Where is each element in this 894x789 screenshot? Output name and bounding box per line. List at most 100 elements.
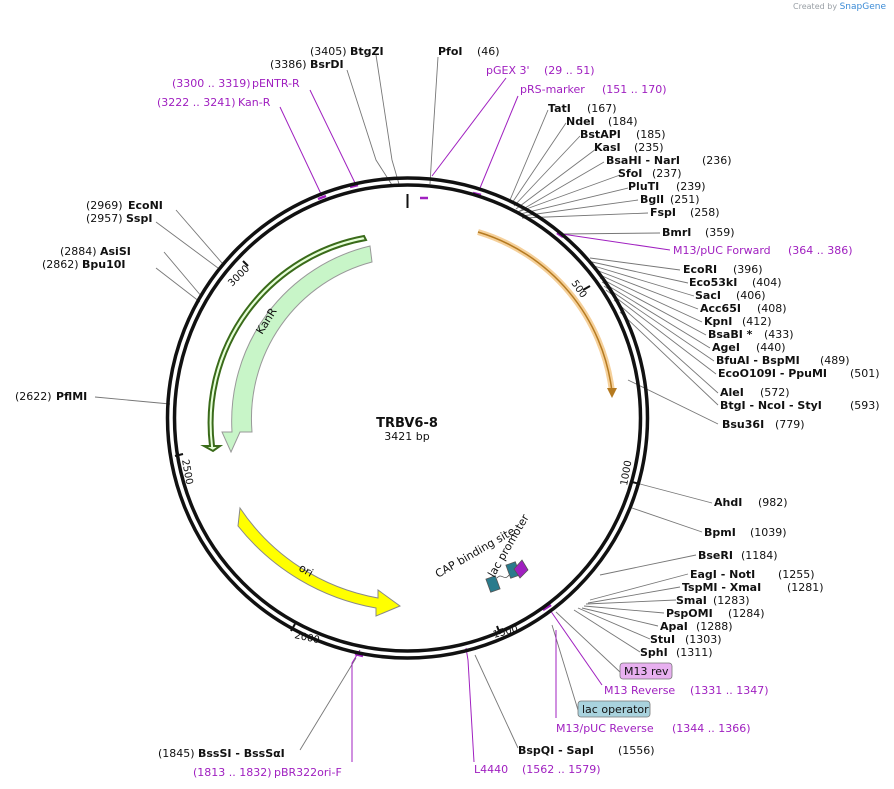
feature-orange-arc[interactable] xyxy=(477,229,617,398)
site-pos: (251) xyxy=(670,193,700,206)
site-name[interactable]: NdeI xyxy=(566,115,595,128)
primer-range: (3300 .. 3319) xyxy=(172,77,251,90)
site-name[interactable]: BtgZI xyxy=(350,45,384,58)
primer-name[interactable]: M13 Reverse xyxy=(604,684,675,697)
site-pos: (406) xyxy=(736,289,766,302)
site-name[interactable]: BmrI xyxy=(662,226,691,239)
primer-range: (1344 .. 1366) xyxy=(672,722,751,735)
primer-range: (1813 .. 1832) xyxy=(193,766,272,779)
primer-name[interactable]: M13/pUC Reverse xyxy=(556,722,654,735)
site-name[interactable]: SphI xyxy=(640,646,668,659)
site-name[interactable]: AsiSI xyxy=(100,245,131,258)
primer-name[interactable]: pBR322ori-F xyxy=(274,766,342,779)
label-lac-operator-text: lac operator xyxy=(582,703,649,716)
site-name[interactable]: BseRI xyxy=(698,549,733,562)
site-pos: (1039) xyxy=(750,526,787,539)
site-pos: (237) xyxy=(652,167,682,180)
site-name[interactable]: BsaHI - NarI xyxy=(606,154,680,167)
site-name[interactable]: BstAPI xyxy=(580,128,621,141)
site-name[interactable]: EcoO109I - PpuMI xyxy=(718,367,827,380)
site-name[interactable]: BtgI - NcoI - StyI xyxy=(720,399,822,412)
site-pos: (258) xyxy=(690,206,720,219)
site-pos: (593) xyxy=(850,399,880,412)
site-pos: (1281) xyxy=(787,581,824,594)
site-name[interactable]: EagI - NotI xyxy=(690,568,755,581)
site-name[interactable]: FspI xyxy=(650,206,676,219)
primer-range: (151 .. 170) xyxy=(602,83,667,96)
site-name[interactable]: BssSI - BssSαI xyxy=(198,747,285,760)
site-name[interactable]: Bpu10I xyxy=(82,258,126,271)
label-lac-operator[interactable]: lac operator xyxy=(577,700,651,718)
site-name[interactable]: PflMI xyxy=(56,390,87,403)
primer-name[interactable]: pRS-marker xyxy=(520,83,585,96)
site-name[interactable]: Bsu36I xyxy=(722,418,764,431)
site-name[interactable]: PluTI xyxy=(628,180,659,193)
backbone-inner xyxy=(172,183,643,653)
site-name[interactable]: AhdI xyxy=(714,496,742,509)
primer-labels: pGEX 3' (29 .. 51) pRS-marker (151 .. 17… xyxy=(157,64,853,779)
enzyme-labels-right: PfoI (46) TatI (167) NdeI (184) BstAPI (… xyxy=(438,45,880,757)
site-pos: (1311) xyxy=(676,646,713,659)
site-pos: (440) xyxy=(756,341,786,354)
site-name[interactable]: TspMI - XmaI xyxy=(682,581,761,594)
site-name[interactable]: SspI xyxy=(126,212,152,225)
site-name[interactable]: EcoNI xyxy=(128,199,163,212)
site-pos: (1184) xyxy=(741,549,778,562)
site-pos: (1283) xyxy=(713,594,750,607)
site-name[interactable]: BpmI xyxy=(704,526,736,539)
site-name[interactable]: AleI xyxy=(720,386,744,399)
primer-range: (1331 .. 1347) xyxy=(690,684,769,697)
site-pos: (404) xyxy=(752,276,782,289)
enzyme-labels-left: (3405) BtgZI (3386) BsrDI (2969) EcoNI (… xyxy=(15,45,384,760)
site-pos: (184) xyxy=(608,115,638,128)
site-pos: (1303) xyxy=(685,633,722,646)
site-pos: (396) xyxy=(733,263,763,276)
site-pos: (3386) xyxy=(270,58,307,71)
site-pos: (501) xyxy=(850,367,880,380)
feature-lac-promoter[interactable]: CAP binding site lac promoter xyxy=(433,512,532,593)
site-name[interactable]: BspQI - SapI xyxy=(518,744,594,757)
site-name[interactable]: SfoI xyxy=(618,167,642,180)
backbone-outer xyxy=(165,176,650,660)
site-pos: (2884) xyxy=(60,245,97,258)
primer-name[interactable]: pGEX 3' xyxy=(486,64,530,77)
primer-lines xyxy=(279,77,671,763)
site-pos: (779) xyxy=(775,418,805,431)
feature-ori[interactable]: ori xyxy=(237,506,402,617)
site-pos: (408) xyxy=(757,302,787,315)
label-m13-rev-text: M13 rev xyxy=(624,665,669,678)
site-pos: (2622) xyxy=(15,390,52,403)
site-name[interactable]: BfuAI - BspMI xyxy=(716,354,800,367)
site-name[interactable]: BglI xyxy=(640,193,664,206)
site-name[interactable]: PspOMI xyxy=(666,607,713,620)
label-m13-rev[interactable]: M13 rev xyxy=(619,662,673,680)
site-name[interactable]: PfoI xyxy=(438,45,463,58)
site-name[interactable]: Eco53kI xyxy=(689,276,737,289)
primer-name[interactable]: L4440 xyxy=(474,763,508,776)
site-name[interactable]: BsaBI * xyxy=(708,328,753,341)
primer-name[interactable]: M13/pUC Forward xyxy=(673,244,771,257)
site-name[interactable]: KpnI xyxy=(704,315,732,328)
site-pos: (235) xyxy=(634,141,664,154)
site-pos: (185) xyxy=(636,128,666,141)
site-name[interactable]: AgeI xyxy=(712,341,740,354)
site-name[interactable]: BsrDI xyxy=(310,58,344,71)
site-name[interactable]: KasI xyxy=(594,141,621,154)
primer-range: (1562 .. 1579) xyxy=(522,763,601,776)
site-name[interactable]: StuI xyxy=(650,633,675,646)
site-pos: (167) xyxy=(587,102,617,115)
site-pos: (46) xyxy=(477,45,500,58)
site-name[interactable]: TatI xyxy=(548,102,571,115)
site-pos: (1284) xyxy=(728,607,765,620)
primer-name[interactable]: pENTR-R xyxy=(252,77,300,90)
site-pos: (239) xyxy=(676,180,706,193)
site-name[interactable]: ApaI xyxy=(660,620,688,633)
site-name[interactable]: EcoRI xyxy=(683,263,717,276)
site-name[interactable]: SmaI xyxy=(676,594,707,607)
site-name[interactable]: Acc65I xyxy=(700,302,741,315)
site-pos: (236) xyxy=(702,154,732,167)
site-name[interactable]: SacI xyxy=(695,289,721,302)
site-pos: (2969) xyxy=(86,199,123,212)
primer-name[interactable]: Kan-R xyxy=(238,96,271,109)
site-pos: (982) xyxy=(758,496,788,509)
